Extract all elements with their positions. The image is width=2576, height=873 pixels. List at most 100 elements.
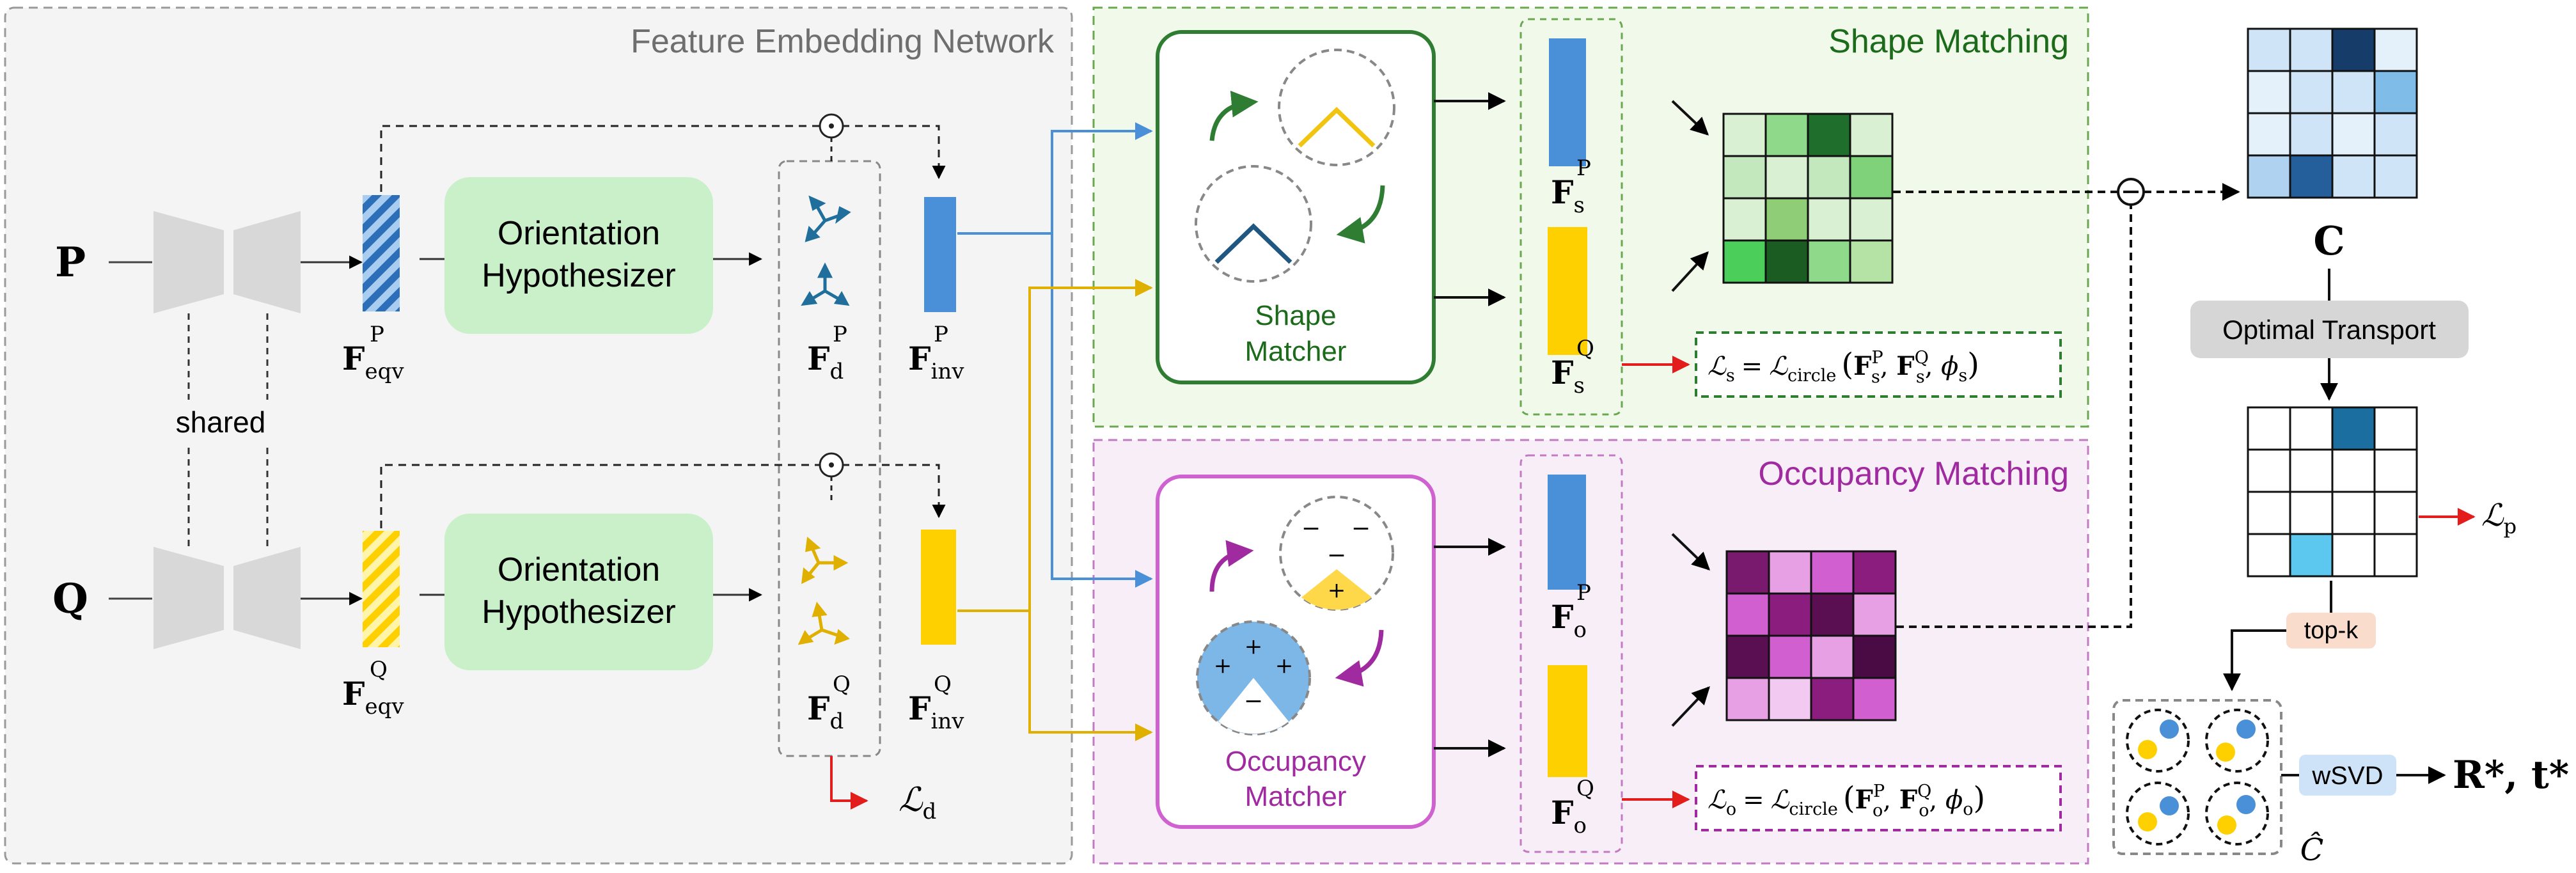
occupancy-matrix-to-minus bbox=[1896, 205, 2132, 628]
feature-eqv-p-bar bbox=[363, 195, 400, 311]
feature-o-p-label: FoP bbox=[1551, 580, 1591, 643]
transport-cell bbox=[2247, 406, 2291, 451]
cost-c-cell bbox=[2331, 28, 2376, 72]
feature-o-p-bar bbox=[1548, 475, 1586, 590]
shape-to-matrix-2 bbox=[1671, 251, 1709, 292]
transport-cell bbox=[2289, 491, 2334, 535]
route-inv-p-to-shape bbox=[957, 122, 1153, 235]
feature-s-q-label: FsQ bbox=[1551, 336, 1594, 398]
occupancy-matcher-label-2: Matcher bbox=[1245, 781, 1347, 812]
occupancy-bottom-plus-2: + bbox=[1214, 653, 1232, 679]
loss-p-label: ℒp bbox=[2481, 498, 2517, 539]
transport-cell bbox=[2373, 406, 2418, 451]
shape-similarity-cell bbox=[1722, 239, 1767, 284]
occupancy-rotate-arrow-bottom bbox=[1335, 629, 1384, 687]
correspondence-set-label: Ĉ bbox=[2300, 831, 2324, 868]
route-inv-p-to-occupancy bbox=[1051, 233, 1153, 588]
cost-c-cell bbox=[2373, 154, 2418, 199]
occupancy-top-minus-2: − bbox=[1351, 515, 1370, 542]
shape-similarity-cell bbox=[1849, 239, 1894, 284]
transport-cell bbox=[2289, 533, 2334, 578]
transport-cell bbox=[2373, 533, 2418, 578]
shape-similarity-cell bbox=[1722, 113, 1767, 157]
shape-similarity-cell bbox=[1722, 155, 1767, 200]
occupancy-similarity-cell bbox=[1725, 677, 1770, 721]
shape-v-yellow bbox=[1298, 107, 1376, 148]
feature-s-p-label: FsP bbox=[1551, 155, 1591, 218]
top-k-block: top-k bbox=[2286, 613, 2376, 649]
occupancy-top-minus-1: − bbox=[1301, 515, 1321, 542]
odot-p-dot bbox=[829, 123, 834, 129]
direction-glyph-q-1 bbox=[801, 537, 849, 585]
input-q-label: Q bbox=[52, 575, 88, 623]
feature-inv-q-label: FinvQ bbox=[908, 672, 964, 734]
occupancy-similarity-cell bbox=[1768, 550, 1812, 595]
occupancy-similarity-cell bbox=[1725, 634, 1770, 679]
shape-similarity-cell bbox=[1722, 197, 1767, 242]
cost-c-cell bbox=[2247, 28, 2291, 72]
transport-cell bbox=[2247, 448, 2291, 493]
feature-s-p-bar bbox=[1549, 38, 1586, 166]
cost-c-cell bbox=[2331, 112, 2376, 157]
correspondence-set-box bbox=[2112, 699, 2282, 855]
cost-matrix-label: C bbox=[2313, 217, 2344, 264]
occupancy-similarity-cell bbox=[1852, 634, 1897, 679]
encoder-p bbox=[153, 211, 301, 313]
shape-loss-box bbox=[1695, 331, 2062, 398]
route-inv-q-to-shape bbox=[957, 279, 1153, 612]
transport-cell bbox=[2289, 448, 2334, 493]
shape-similarity-cell bbox=[1764, 113, 1809, 157]
transport-cell bbox=[2373, 491, 2418, 535]
cost-c-cell bbox=[2247, 154, 2291, 199]
shape-similarity-cell bbox=[1807, 155, 1851, 200]
feature-eqv-q-label: FeqvQ bbox=[342, 657, 404, 720]
occupancy-similarity-cell bbox=[1810, 634, 1855, 679]
cost-c-cell bbox=[2289, 70, 2334, 114]
occupancy-loss-box bbox=[1695, 765, 2062, 831]
occupancy-features-group bbox=[1520, 454, 1623, 853]
input-p-label: P bbox=[55, 239, 86, 287]
orientation-hypothesizer-p: Orientation Hypothesizer bbox=[444, 177, 713, 334]
transport-matrix bbox=[2247, 406, 2418, 578]
svg-text:Orientation: Orientation bbox=[498, 215, 660, 252]
shape-matcher-label-1: Shape bbox=[1255, 300, 1336, 331]
occupancy-similarity-matrix bbox=[1725, 550, 1897, 721]
svg-text:Hypothesizer: Hypothesizer bbox=[482, 257, 675, 294]
shape-similarity-cell bbox=[1849, 155, 1894, 200]
shape-similarity-cell bbox=[1807, 239, 1851, 284]
transport-cell bbox=[2331, 406, 2376, 451]
shape-similarity-cell bbox=[1849, 113, 1894, 157]
cost-c-cell bbox=[2247, 70, 2291, 114]
shape-matching-title: Shape Matching bbox=[1828, 23, 2069, 60]
result-label: R*, t* bbox=[2453, 753, 2569, 798]
occupancy-to-matrix-1 bbox=[1671, 533, 1711, 570]
occupancy-similarity-cell bbox=[1810, 592, 1855, 637]
transport-cell bbox=[2247, 491, 2291, 535]
shape-similarity-cell bbox=[1764, 239, 1809, 284]
occupancy-bottom-plus-1: + bbox=[1245, 634, 1263, 659]
odot-q-to-inv bbox=[842, 464, 946, 519]
shape-to-matrix-1 bbox=[1671, 100, 1709, 136]
cost-c-cell bbox=[2247, 112, 2291, 157]
shape-similarity-cell bbox=[1807, 113, 1851, 157]
direction-glyph-q-2 bbox=[797, 601, 850, 645]
svg-text:Orientation: Orientation bbox=[498, 551, 660, 588]
occupancy-similarity-cell bbox=[1768, 634, 1812, 679]
occupancy-top-plus: + bbox=[1328, 578, 1346, 603]
feature-d-q-label: FdQ bbox=[807, 672, 851, 734]
occupancy-matching-title: Occupancy Matching bbox=[1758, 455, 2069, 492]
occupancy-top-minus-3: − bbox=[1327, 542, 1346, 569]
transport-cell bbox=[2247, 533, 2291, 578]
transport-cell bbox=[2373, 448, 2418, 493]
cost-c-cell bbox=[2331, 70, 2376, 114]
feature-embedding-region bbox=[4, 6, 1073, 865]
occupancy-similarity-cell bbox=[1725, 592, 1770, 637]
shape-rotate-arrow-bottom bbox=[1336, 185, 1385, 244]
correspondence-pair-2 bbox=[2205, 709, 2269, 773]
route-inv-q-to-occupancy bbox=[1028, 611, 1153, 741]
occupancy-wedge-yellow bbox=[1301, 569, 1372, 610]
correspondence-pair-3 bbox=[2126, 782, 2190, 845]
svg-text:Optimal Transport: Optimal Transport bbox=[2222, 315, 2436, 345]
